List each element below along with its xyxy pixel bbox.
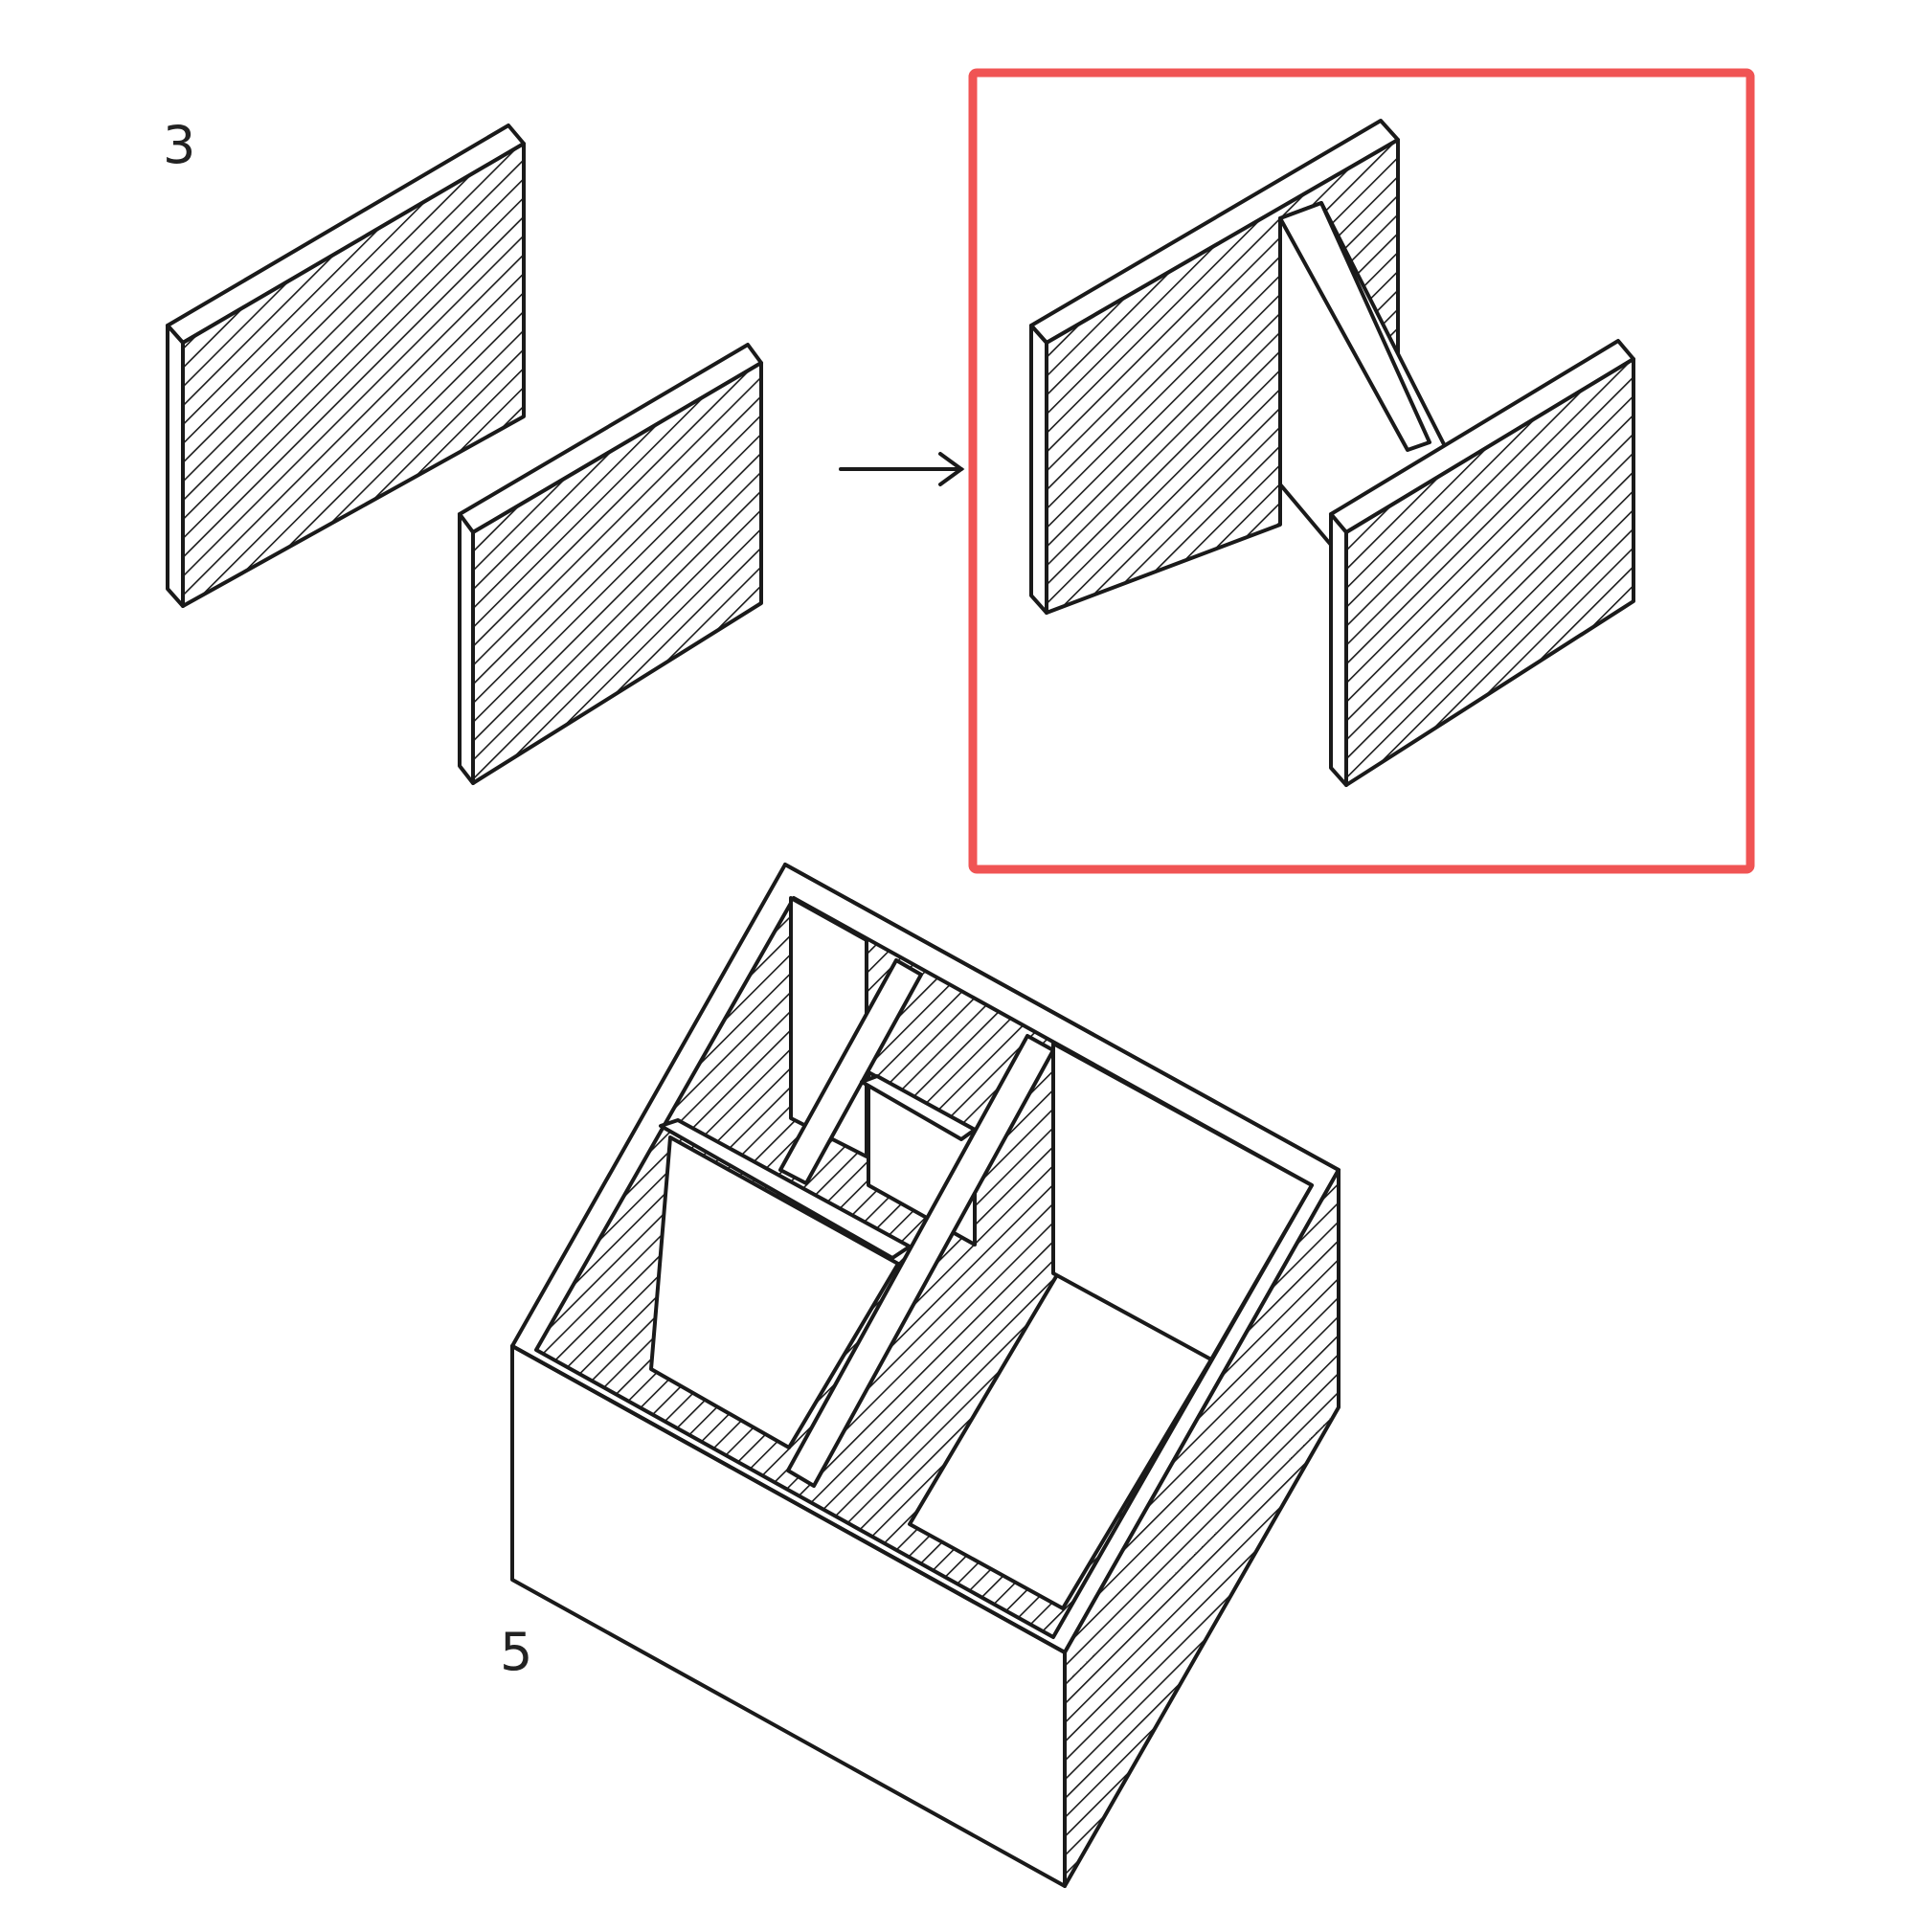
front-panel-face <box>1344 357 1635 787</box>
step-5-label: 5 <box>500 1622 532 1682</box>
loose-panel-right <box>458 343 763 785</box>
right-partition <box>1051 1042 1314 1361</box>
step-3-label: 3 <box>163 115 195 175</box>
finished-box <box>510 863 1340 1888</box>
panel-face <box>471 361 763 785</box>
panel-side-edge <box>458 512 475 785</box>
cross-board-short <box>860 1074 977 1141</box>
connecting-board-top-edge <box>1278 201 1431 452</box>
cross-board <box>659 1118 912 1260</box>
arrow-right-icon <box>839 452 965 486</box>
panel-face <box>181 142 526 608</box>
highlight-frame <box>968 68 1755 874</box>
assembled-h-unit <box>1029 119 1635 787</box>
right-wall <box>1063 1168 1340 1888</box>
loose-panel-left <box>166 124 526 608</box>
back-panel-side-edge <box>1029 324 1048 615</box>
divider-board-short <box>778 958 923 1185</box>
front-panel-side-edge <box>1329 512 1348 787</box>
divider-board-long <box>786 1034 1055 1488</box>
compartment-floor-left <box>649 1135 900 1449</box>
panel-side-edge <box>166 324 185 608</box>
